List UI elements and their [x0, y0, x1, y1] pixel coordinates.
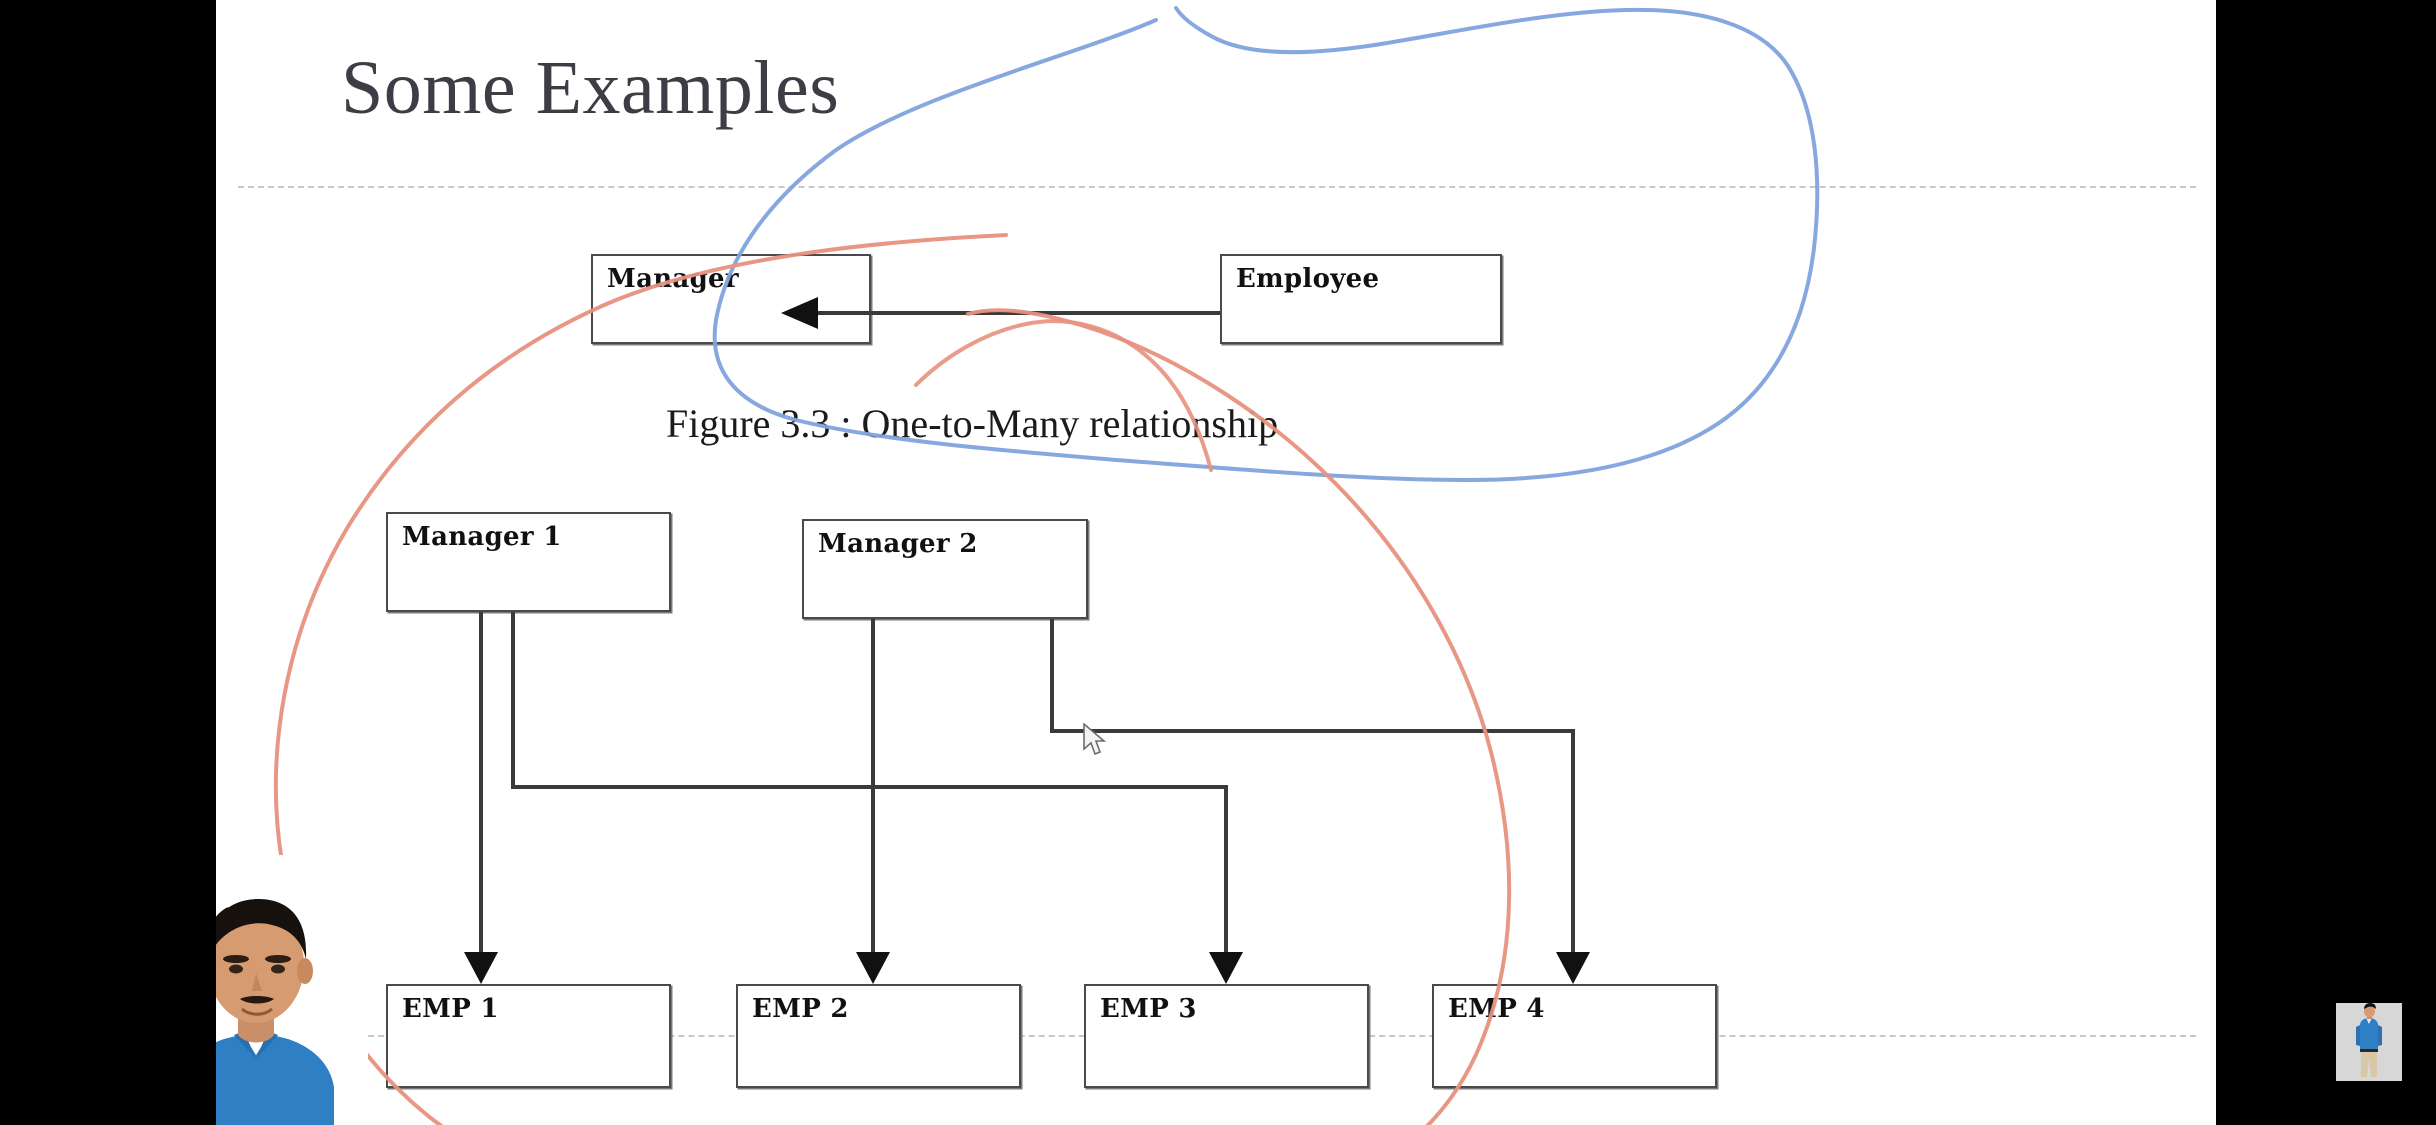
- presenter-figure: [216, 855, 368, 1125]
- edge-manager1-to-emp3: [511, 612, 1228, 966]
- title-divider: [238, 186, 2196, 188]
- thumbnail-figure: [2336, 1003, 2402, 1081]
- node-manager-label: Manager: [607, 264, 739, 294]
- node-emp-4[interactable]: EMP 4: [1432, 984, 1717, 1088]
- node-emp-4-label: EMP 4: [1448, 994, 1545, 1024]
- node-manager-1[interactable]: Manager 1: [386, 512, 671, 612]
- node-emp-2-label: EMP 2: [752, 994, 849, 1024]
- node-emp-2[interactable]: EMP 2: [736, 984, 1021, 1088]
- arrowhead-emp3: [1209, 952, 1243, 984]
- mouse-cursor: [1083, 723, 1107, 756]
- node-emp-1[interactable]: EMP 1: [386, 984, 671, 1088]
- node-emp-3-label: EMP 3: [1100, 994, 1197, 1024]
- node-emp-3[interactable]: EMP 3: [1084, 984, 1369, 1088]
- node-employee-label: Employee: [1236, 264, 1380, 294]
- figure-caption: Figure 3.3 : One-to-Many relationship: [666, 401, 1279, 446]
- edge-manager2-to-emp4: [1050, 619, 1575, 966]
- arrowhead-emp2: [856, 952, 890, 984]
- red-tail-annotation: [914, 319, 1213, 472]
- page-title: Some Examples: [341, 46, 840, 130]
- node-manager-2[interactable]: Manager 2: [802, 519, 1088, 619]
- arrowhead-emp4: [1556, 952, 1590, 984]
- presenter-video: [216, 855, 368, 1125]
- arrowhead-emp1: [464, 952, 498, 984]
- node-manager-1-label: Manager 1: [402, 522, 562, 552]
- presenter-thumbnail[interactable]: [2336, 1003, 2402, 1081]
- presentation-slide: Some Examples Manager Employee Figure 3.…: [216, 0, 2216, 1125]
- node-employee[interactable]: Employee: [1220, 254, 1502, 344]
- node-manager-2-label: Manager 2: [818, 529, 978, 559]
- node-emp-1-label: EMP 1: [402, 994, 499, 1024]
- node-manager[interactable]: Manager: [591, 254, 871, 344]
